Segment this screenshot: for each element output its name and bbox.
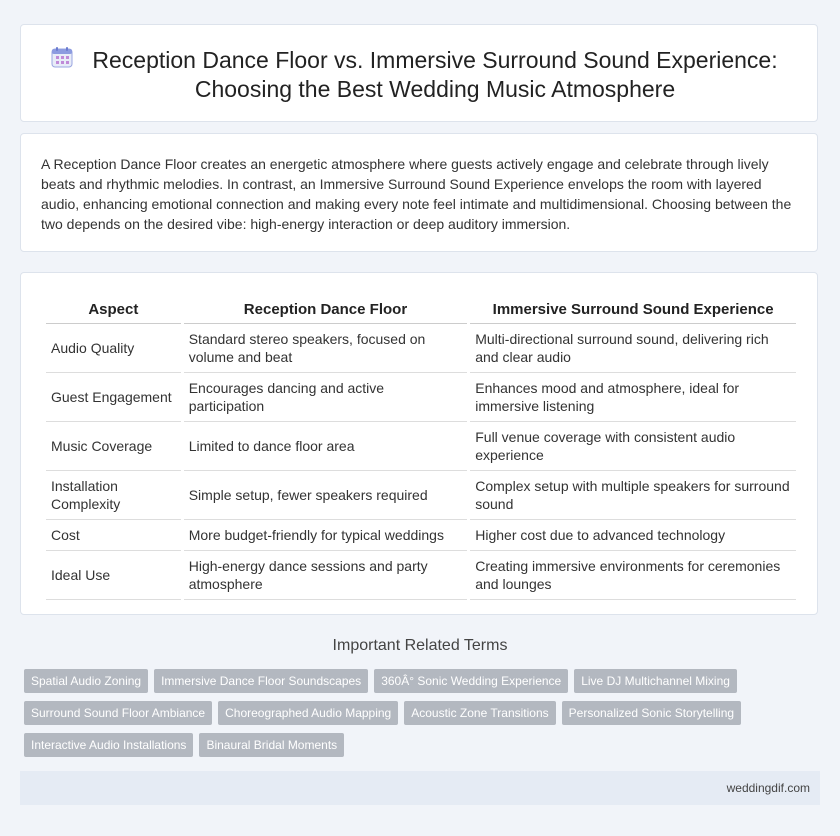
table-cell: High-energy dance sessions and party atm… — [183, 551, 468, 600]
table-row: Cost More budget-friendly for typical we… — [46, 520, 796, 551]
term-tag[interactable]: Personalized Sonic Storytelling — [561, 701, 742, 725]
term-tag[interactable]: Choreographed Audio Mapping — [218, 701, 399, 725]
header-aspect: Aspect — [46, 293, 181, 324]
calendar-icon — [51, 47, 73, 68]
table-cell: Simple setup, fewer speakers required — [183, 471, 468, 520]
term-tag[interactable]: Acoustic Zone Transitions — [404, 701, 556, 725]
related-terms-heading: Important Related Terms — [332, 637, 508, 654]
term-tag[interactable]: Immersive Dance Floor Soundscapes — [154, 669, 369, 693]
table-cell: Guest Engagement — [46, 373, 181, 422]
comparison-table: Aspect Reception Dance Floor Immersive S… — [43, 293, 799, 600]
table-cell: Enhances mood and atmosphere, ideal for … — [470, 373, 796, 422]
table-cell: Encourages dancing and active participat… — [183, 373, 468, 422]
table-row: Music Coverage Limited to dance floor ar… — [46, 422, 796, 471]
table-cell: Higher cost due to advanced technology — [470, 520, 796, 551]
table-cell: Cost — [46, 520, 181, 551]
table-cell: Ideal Use — [46, 551, 181, 600]
table-cell: Multi-directional surround sound, delive… — [470, 324, 796, 373]
table-cell: Audio Quality — [46, 324, 181, 373]
table-cell: More budget-friendly for typical wedding… — [183, 520, 468, 551]
table-cell: Full venue coverage with consistent audi… — [470, 422, 796, 471]
term-tag[interactable]: Spatial Audio Zoning — [24, 669, 149, 693]
page-title: Reception Dance Floor vs. Immersive Surr… — [92, 47, 778, 102]
term-tag[interactable]: Interactive Audio Installations — [24, 733, 194, 757]
table-cell: Installation Complexity — [46, 471, 181, 520]
table-row: Audio Quality Standard stereo speakers, … — [46, 324, 796, 373]
comparison-card: Aspect Reception Dance Floor Immersive S… — [20, 272, 818, 615]
table-row: Ideal Use High-energy dance sessions and… — [46, 551, 796, 600]
term-tag[interactable]: 360Â° Sonic Wedding Experience — [374, 669, 569, 693]
footer: weddingdif.com — [20, 771, 820, 805]
intro-card: A Reception Dance Floor creates an energ… — [20, 133, 818, 252]
table-cell: Music Coverage — [46, 422, 181, 471]
term-tag[interactable]: Surround Sound Floor Ambiance — [24, 701, 213, 725]
term-tag[interactable]: Binaural Bridal Moments — [199, 733, 345, 757]
intro-text: A Reception Dance Floor creates an energ… — [41, 156, 792, 232]
term-tag[interactable]: Live DJ Multichannel Mixing — [574, 669, 737, 693]
table-cell: Creating immersive environments for cere… — [470, 551, 796, 600]
table-row: Installation Complexity Simple setup, fe… — [46, 471, 796, 520]
table-cell: Standard stereo speakers, focused on vol… — [183, 324, 468, 373]
header-immersive-surround-sound: Immersive Surround Sound Experience — [470, 293, 796, 324]
table-cell: Limited to dance floor area — [183, 422, 468, 471]
header-card: Reception Dance Floor vs. Immersive Surr… — [20, 24, 818, 122]
footer-site-link[interactable]: weddingdif.com — [726, 781, 810, 795]
table-cell: Complex setup with multiple speakers for… — [470, 471, 796, 520]
header-reception-dance-floor: Reception Dance Floor — [183, 293, 468, 324]
table-row: Guest Engagement Encourages dancing and … — [46, 373, 796, 422]
